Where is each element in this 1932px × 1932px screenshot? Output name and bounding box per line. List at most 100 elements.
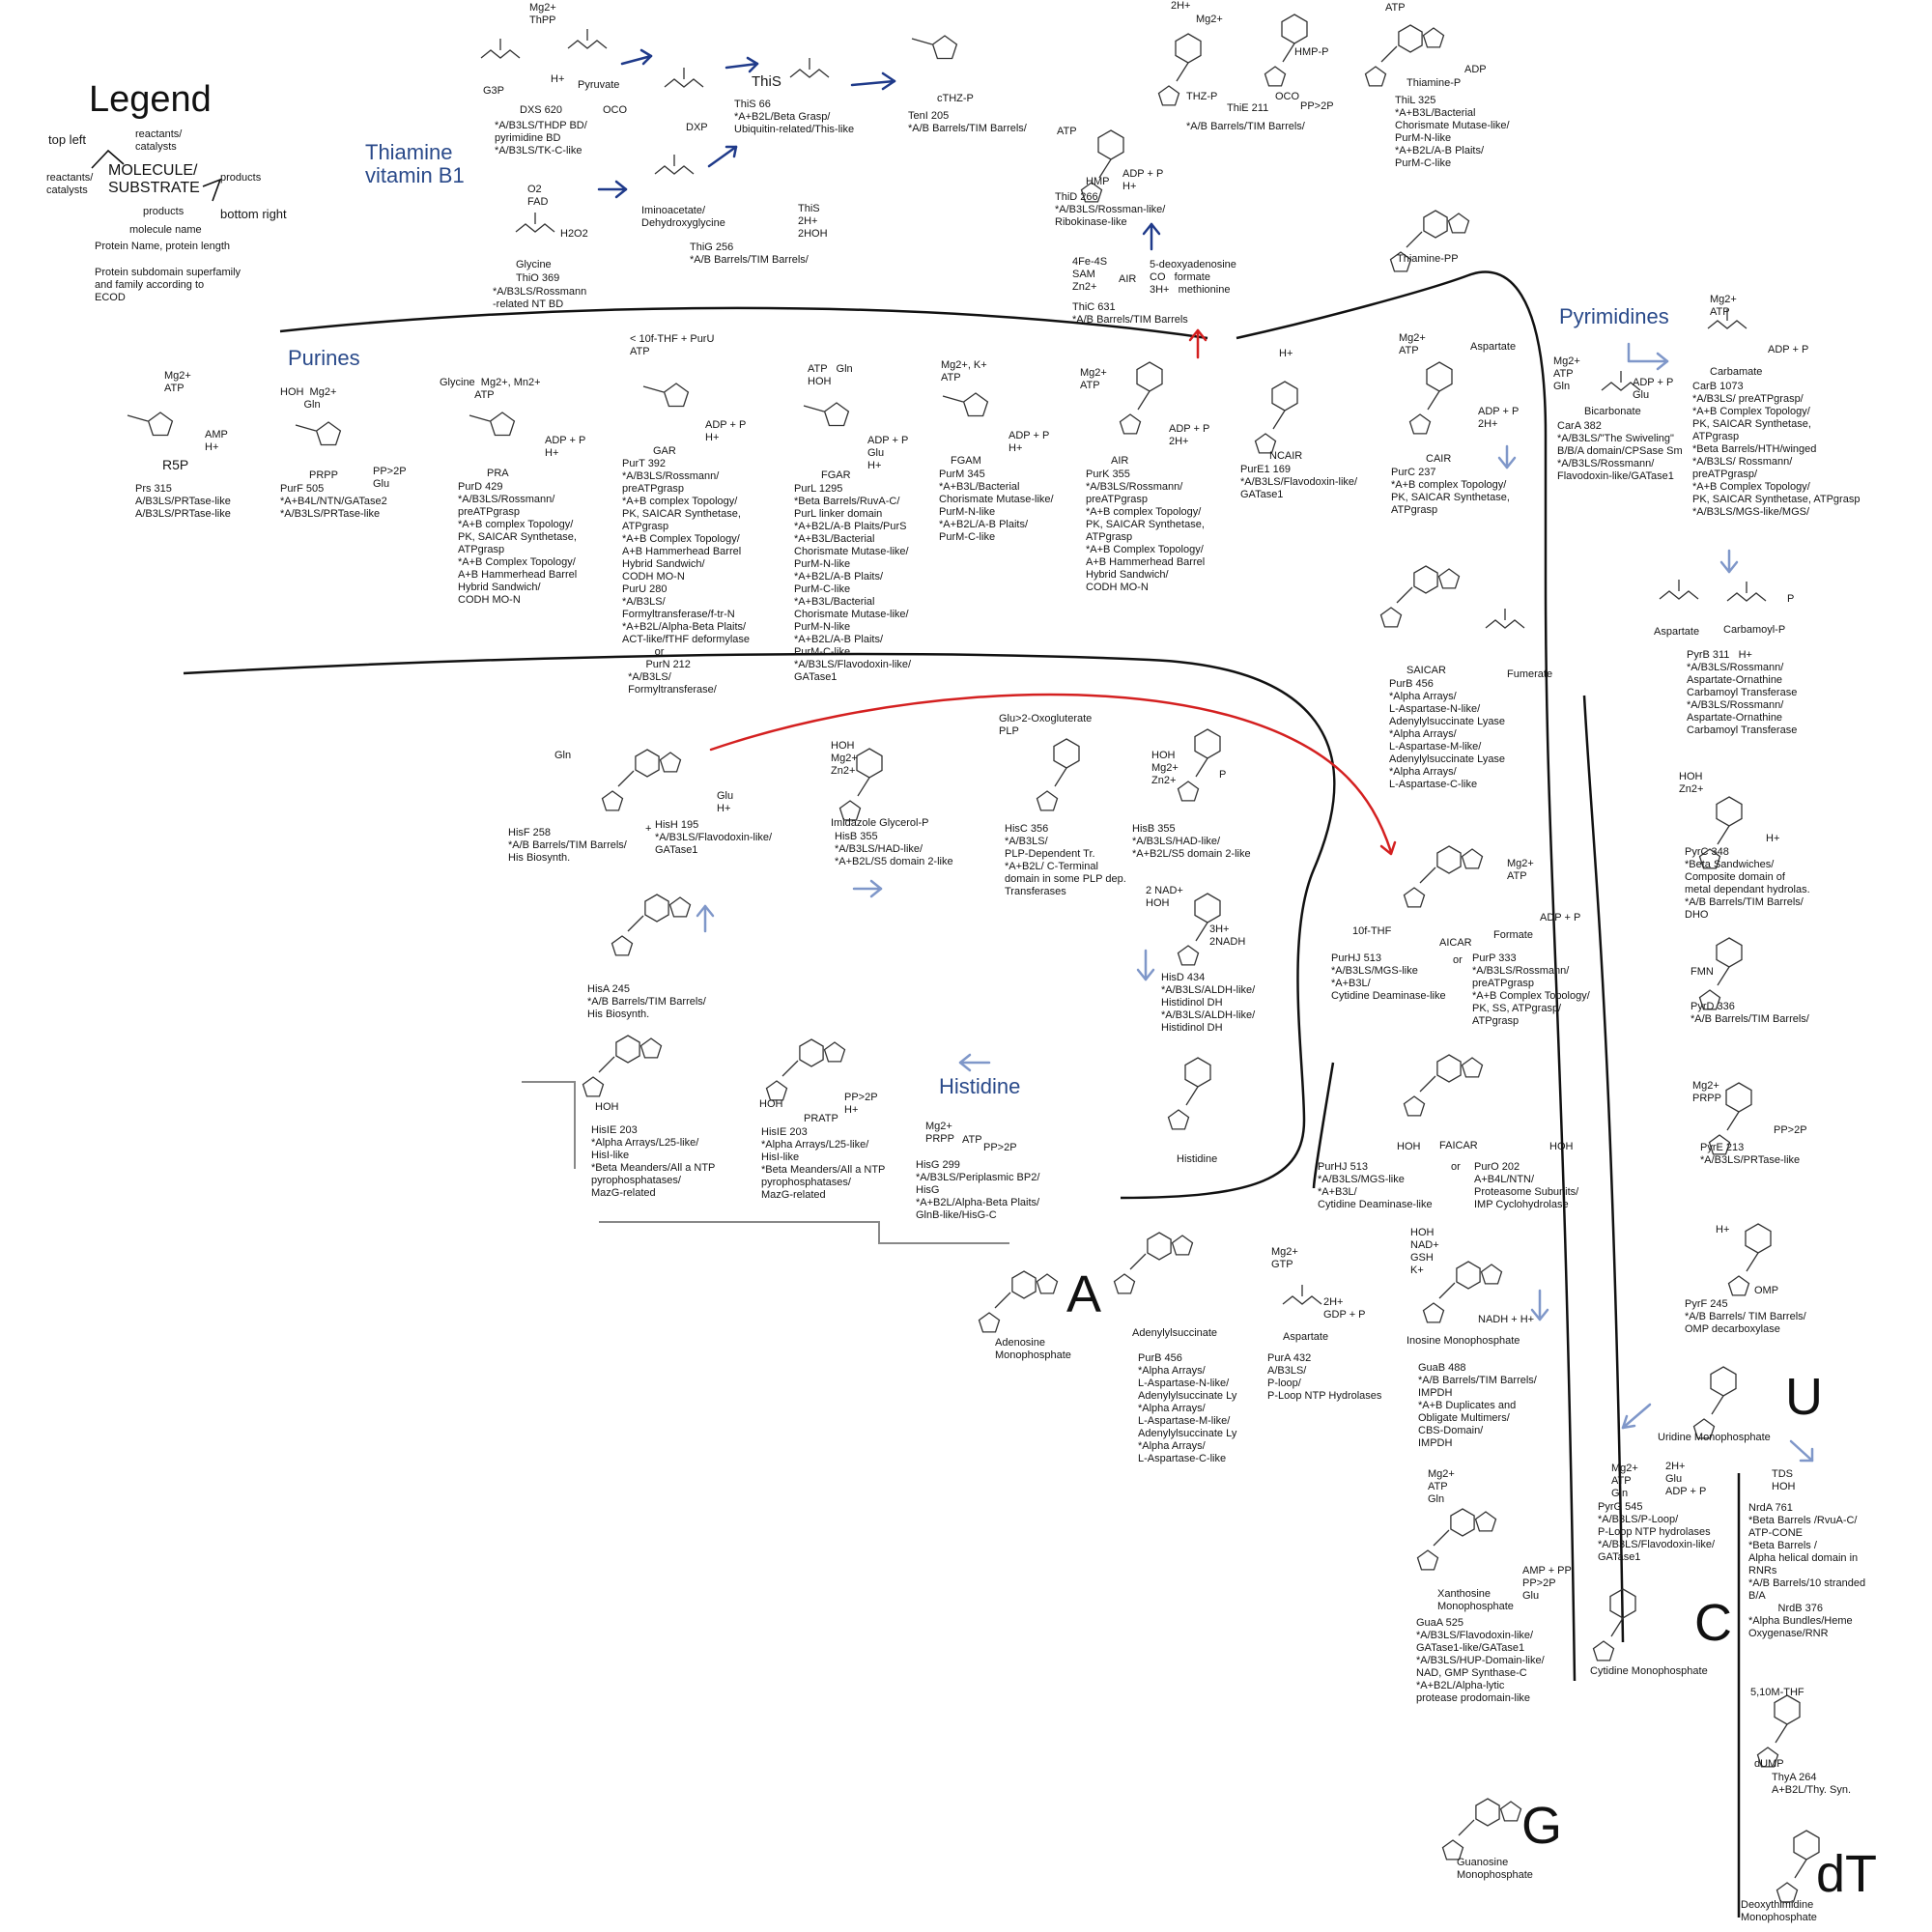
mol-pyre xyxy=(1708,1082,1752,1155)
thiamine-adp-p: ADP + P H+ xyxy=(1122,168,1164,192)
thiamine-thzp: THZ-P xyxy=(1186,91,1218,102)
purine-purl: PurL 1295 *Beta Barrels/RuvA-C/ PurL lin… xyxy=(794,483,912,683)
purine-xmp-inputs: Mg2+ ATP Gln xyxy=(1428,1468,1455,1505)
purine-cair: CAIR xyxy=(1426,453,1452,465)
thiamine-g3p: G3P xyxy=(483,85,505,97)
purine-fgar-outputs: ADP + P Glu H+ xyxy=(867,435,909,471)
mol-cmp xyxy=(1592,1588,1636,1662)
mol-glycine xyxy=(515,213,555,233)
legend-title: Legend xyxy=(89,79,212,120)
histidine-pratp: PRATP xyxy=(804,1113,838,1124)
mol-imino xyxy=(654,155,695,175)
arrow-histidine-aicar xyxy=(709,693,1393,854)
purine-prpp-inputs: HOH Mg2+ Gln xyxy=(280,386,337,411)
purine-purhj-2: PurHJ 513 *A/B3LS/MGS-like *A+B3L/ Cytid… xyxy=(1318,1161,1433,1210)
purine-aicar-outputs: ADP + P xyxy=(1540,912,1581,923)
thiamine-thic-inputs: 4Fe-4S SAM Zn2+ xyxy=(1072,256,1108,293)
histidine-hisb2: HisB 355 *A/B3LS/HAD-like/ *A+B2L/S5 dom… xyxy=(1132,823,1251,860)
purine-r5p-inputs: Mg2+ ATP xyxy=(164,370,191,394)
nucleotide-letter-g: G xyxy=(1521,1797,1563,1855)
mol-fumerate xyxy=(1485,609,1525,629)
thiamine-this-protein: ThiS 66 *A+B2L/Beta Grasp/ Ubiquitin-rel… xyxy=(734,99,855,135)
mol-gar xyxy=(642,383,690,408)
purine-fgar-inputs: ATP Gln HOH xyxy=(808,363,853,387)
purine-or-2: or xyxy=(1451,1161,1461,1173)
histidine-plus: + xyxy=(645,823,652,835)
legend-bottom-right: bottom right xyxy=(220,207,287,221)
legend-arrows xyxy=(91,149,222,202)
arrow-igp-hisc-head xyxy=(869,879,883,898)
purine-purt: PurT 392 *A/B3LS/Rossmann/ preATPgrasp *… xyxy=(622,458,751,696)
legend-molecule-name: molecule name xyxy=(129,224,202,236)
thiamine-hmpp: HMP-P xyxy=(1294,46,1329,58)
mol-pyrd xyxy=(1698,937,1743,1010)
histidine-hisg-outputs: PP>2P xyxy=(983,1142,1017,1153)
histidine-histidine: Histidine xyxy=(1177,1153,1218,1165)
thiamine-thid: ThiD 266 *A/B3LS/Rossman-like/ Ribokinas… xyxy=(1055,191,1166,228)
mol-omp xyxy=(1727,1223,1772,1296)
histidine-hisd-inputs: 2 NAD+ HOH xyxy=(1146,885,1183,909)
thiamine-g3p-inputs: Mg2+ ThPP xyxy=(529,2,556,26)
purine-fgam-outputs: ADP + P H+ xyxy=(1009,430,1050,454)
purine-purhj: PurHJ 513 *A/B3LS/MGS-like *A+B3L/ Cytid… xyxy=(1331,952,1446,1002)
pyrimidine-dtmp: Deoxythimidine Monophosphate xyxy=(1741,1899,1817,1923)
arrow-imp-down-head xyxy=(1530,1308,1549,1321)
mol-aspartate-2 xyxy=(1282,1285,1322,1305)
arrow-g3p-dxp xyxy=(620,54,653,66)
mol-fgar xyxy=(803,402,850,427)
pyrimidine-bicarbonate: Bicarbonate xyxy=(1584,406,1641,417)
purine-puro: PurO 202 A+B4L/NTN/ Proteasome Subunits/… xyxy=(1474,1161,1579,1210)
arrow-imino-dxp xyxy=(707,145,738,168)
pyrimidine-cara-outputs: ADP + P Glu xyxy=(1633,377,1674,401)
divider-histidine-purine xyxy=(1312,1062,1335,1189)
pyrimidine-pyrc-inputs: HOH Zn2+ xyxy=(1679,771,1704,795)
thiamine-hplus: H+ xyxy=(551,73,565,85)
mol-thzp xyxy=(1157,33,1202,106)
mol-dtmp xyxy=(1776,1830,1820,1903)
mol-thiaminep xyxy=(1364,24,1445,87)
mol-pyrc xyxy=(1698,796,1743,869)
pyrimidine-pyre-outputs: PP>2P xyxy=(1774,1124,1807,1136)
arrow-air-thiamine-head xyxy=(1188,328,1208,342)
histidine-hisc: HisC 356 *A/B3LS/ PLP-Dependent Tr. *A+B… xyxy=(1005,823,1126,897)
mol-igp xyxy=(838,748,883,821)
histidine-frame xyxy=(522,1081,1009,1244)
purine-pura-outputs: 2H+ GDP + P xyxy=(1323,1296,1366,1321)
arrow-cair-saicar-head xyxy=(1497,456,1517,469)
purine-ncair: NCAIR xyxy=(1269,450,1303,462)
mol-carbp xyxy=(1726,582,1767,602)
pyrimidine-pyrf-inputs: H+ xyxy=(1716,1224,1730,1236)
section-title-thiamine: Thiamine vitamin B1 xyxy=(365,140,465,187)
mol-hisf xyxy=(601,749,682,811)
pyrimidine-nrda: NrdA 761 *Beta Barrels /RvuA-C/ ATP-CONE… xyxy=(1748,1502,1866,1639)
molecule-sketches xyxy=(127,14,1820,1903)
legend-subdomain-note: Protein subdomain superfamily and family… xyxy=(95,267,242,303)
histidine-hoh-2: HOH xyxy=(759,1098,783,1110)
thiamine-thie-domain: *A/B Barrels/TIM Barrels/ xyxy=(1186,121,1305,132)
purine-xmp: Xanthosine Monophosphate xyxy=(1437,1588,1514,1612)
mol-g3p xyxy=(480,39,521,59)
mol-this xyxy=(789,58,830,78)
histidine-hisd-outputs: 3H+ 2NADH xyxy=(1209,923,1246,948)
mol-ncair xyxy=(1254,381,1298,454)
pyrimidine-carb: CarB 1073 *A/B3LS/ preATPgrasp/ *A+B Com… xyxy=(1692,381,1861,518)
purine-purf: PurF 505 *A+B4L/NTN/GATase2 *A/B3LS/PRTa… xyxy=(280,483,387,520)
arrow-dxp-this-head xyxy=(746,56,759,73)
pyrimidine-pyrf: PyrF 245 *A/B Barrels/ TIM Barrels/ OMP … xyxy=(1685,1298,1806,1335)
thiamine-thil: ThiL 325 *A+B3L/Bacterial Chorismate Mut… xyxy=(1395,95,1510,169)
purine-imp-inputs: HOH NAD+ GSH K+ xyxy=(1410,1227,1439,1276)
purine-pra-outputs: ADP + P H+ xyxy=(545,435,586,459)
legend-protein-name: Protein Name, protein length xyxy=(95,241,231,252)
purine-pure1: PurE1 169 *A/B3LS/Flavodoxin-like/ GATas… xyxy=(1240,464,1358,500)
histidine-hisie-1: HisIE 203 *Alpha Arrays/L25-like/ HisI-l… xyxy=(591,1124,716,1199)
arrow-g3p-dxp-head xyxy=(639,48,653,66)
histidine-hisg-atp: ATP xyxy=(962,1134,982,1146)
purine-imp: Inosine Monophosphate xyxy=(1406,1335,1520,1347)
mol-r5p xyxy=(127,412,174,437)
purine-guab: GuaB 488 *A/B Barrels/TIM Barrels/ IMPDH… xyxy=(1418,1362,1537,1449)
mol-air xyxy=(1119,361,1163,435)
purine-prs: Prs 315 A/B3LS/PRTase-like A/B3LS/PRTase… xyxy=(135,483,231,520)
purine-xmp-outputs: AMP + PP PP>2P Glu xyxy=(1522,1565,1572,1602)
purine-r5p-outputs: AMP H+ xyxy=(205,429,228,453)
